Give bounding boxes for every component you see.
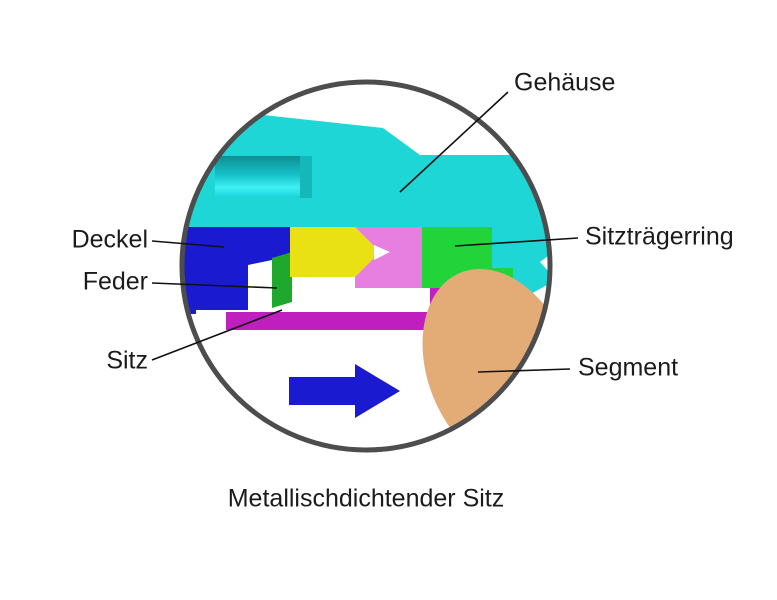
feder-green-parallelogram: [272, 252, 292, 308]
label-sitz: Sitz: [106, 347, 148, 375]
leader-line-feder: [151, 282, 278, 289]
feder-white-gap: [248, 260, 272, 308]
pink-white-notch: [374, 245, 390, 260]
cutaway-circle-outline: [179, 79, 553, 453]
cutaway-parts-group: [182, 113, 550, 450]
label-sitztraegerring: Sitzträgerring: [585, 223, 734, 251]
leader-line-sitztraegerring: [454, 237, 579, 247]
housing-stub-body: [215, 156, 312, 198]
label-feder: Feder: [83, 268, 148, 296]
leader-lines-group: [151, 91, 579, 373]
leader-line-deckel: [151, 240, 225, 248]
sitztraeger-pink-block: [355, 227, 422, 288]
label-deckel: Deckel: [72, 226, 148, 254]
leader-line-gehaeuse: [399, 91, 509, 193]
label-segment: Segment: [578, 354, 678, 382]
sitztraeger-yellow-wedge: [290, 227, 380, 277]
housing-stub-arrow-tip: [300, 156, 312, 198]
label-gehaeuse: Gehäuse: [514, 69, 615, 97]
leader-line-sitz: [151, 309, 283, 361]
right-arrow-icon: [289, 364, 400, 418]
leader-line-segment: [477, 368, 571, 373]
figure-caption: Metallischdichtender Sitz: [228, 485, 505, 513]
